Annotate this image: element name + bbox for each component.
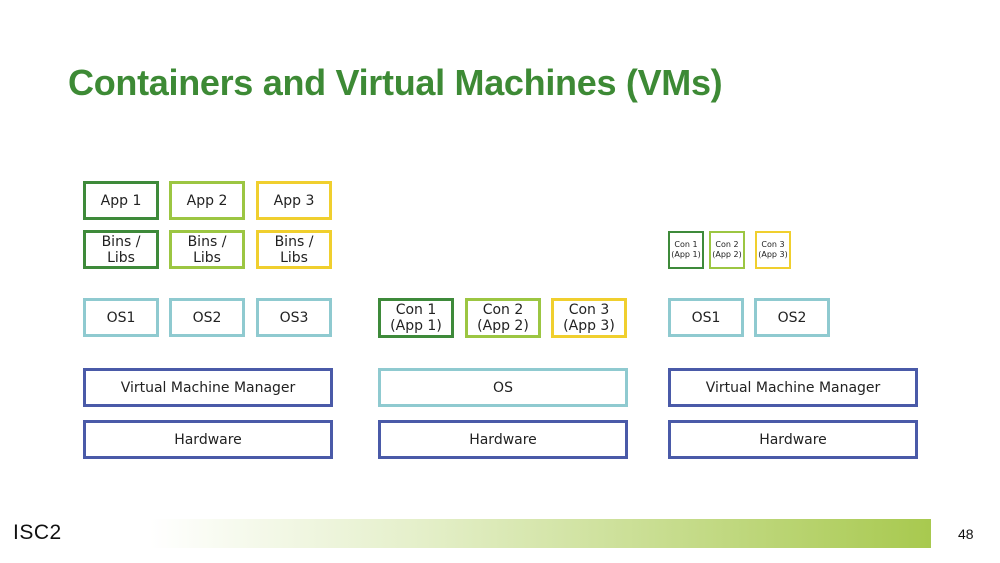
vm-libs-1: Bins / Libs [83, 230, 159, 269]
container-hardware: Hardware [378, 420, 628, 459]
hybrid-os-1: OS1 [668, 298, 744, 337]
vm-hardware: Hardware [83, 420, 333, 459]
vm-libs-2: Bins / Libs [169, 230, 245, 269]
hybrid-container-1: Con 1 (App 1) [668, 231, 704, 269]
hybrid-hardware: Hardware [668, 420, 918, 459]
vm-app-1: App 1 [83, 181, 159, 220]
container-3: Con 3 (App 3) [551, 298, 627, 338]
container-1: Con 1 (App 1) [378, 298, 454, 338]
vm-manager: Virtual Machine Manager [83, 368, 333, 407]
slide-title: Containers and Virtual Machines (VMs) [68, 62, 723, 103]
page-number: 48 [958, 526, 974, 542]
isc2-logo: ISC2 [13, 521, 62, 544]
vm-app-2: App 2 [169, 181, 245, 220]
hybrid-os-2: OS2 [754, 298, 830, 337]
vm-os-1: OS1 [83, 298, 159, 337]
footer-gradient-bar [150, 519, 931, 548]
vm-libs-3: Bins / Libs [256, 230, 332, 269]
vm-os-2: OS2 [169, 298, 245, 337]
container-2: Con 2 (App 2) [465, 298, 541, 338]
container-os: OS [378, 368, 628, 407]
hybrid-container-2: Con 2 (App 2) [709, 231, 745, 269]
hybrid-container-3: Con 3 (App 3) [755, 231, 791, 269]
vm-os-3: OS3 [256, 298, 332, 337]
vm-app-3: App 3 [256, 181, 332, 220]
hybrid-manager: Virtual Machine Manager [668, 368, 918, 407]
